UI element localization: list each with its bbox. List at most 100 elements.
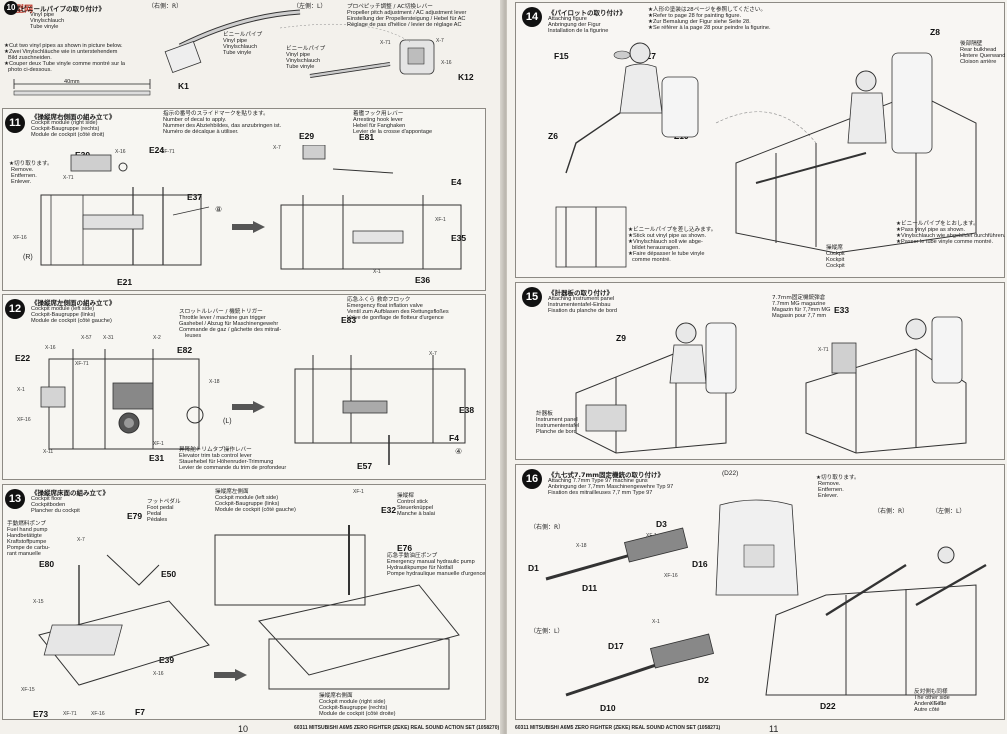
step-13-stick-4: Manche à balai <box>397 511 435 517</box>
step-15-header-en: Attaching instrument panel <box>548 296 615 302</box>
step-14-figure-drawing <box>555 42 977 268</box>
step-14-paint-4: ★Se référer à la page 28 pour peindre la… <box>648 25 771 31</box>
step-14-stick-4: bildet herausragen. <box>632 245 680 251</box>
watermark-logo: 模型网 <box>6 4 34 14</box>
step-16-side-left: （左側：L） <box>530 628 564 635</box>
step-13-footpedal-3: Pedal <box>147 511 162 517</box>
step-15-header-fr: Fixation du planche de bord <box>548 308 618 314</box>
step-16-assembly-drawing <box>545 499 987 697</box>
step-13-stick-3: Steuerknüppel <box>397 505 434 511</box>
step-12-emergency-1: 応急ふくら 救命フロック <box>347 297 411 303</box>
step-16-header-fr: Fixation des mitrailleuses 7,7 mm Type 9… <box>548 490 653 496</box>
part-xf1-s12: XF-1 <box>153 441 164 447</box>
step-11-decal-no: ⑧ <box>215 205 223 214</box>
right-page-number: 11 <box>769 724 779 734</box>
step-12-header-en: Cockpit module (left side) <box>31 306 95 312</box>
step-10-header-en: Vinyl pipe <box>30 12 55 18</box>
step-16-side-right2: （右側：R） <box>874 508 909 515</box>
step-10-pipe-drawing <box>164 9 435 78</box>
part-x1-s11: X-1 <box>373 269 381 275</box>
part-x18-s16: X-18 <box>576 543 587 549</box>
step-11-header-en: Cockpit module (right side) <box>31 120 98 126</box>
step-10-side-left: （左側：L） <box>293 3 327 10</box>
part-e33: E33 <box>834 305 850 315</box>
step-12-trim-1: 昇降舵トリムタブ操作レバー <box>179 447 252 453</box>
part-x16-s13: X-16 <box>153 671 164 677</box>
step-16-remove-4: Enlever. <box>818 493 839 499</box>
step-14-cockpit-4: Cockpit <box>826 263 845 269</box>
step-12-header-de: Cockpit-Baugruppe (links) <box>31 312 96 318</box>
step-13-footpedal-2: Foot pedal <box>147 505 174 511</box>
part-e82: E82 <box>177 345 193 355</box>
right-page: 14 《パイロットの取り付け》 Attaching figure Anbring… <box>507 0 1007 734</box>
step-14-paint-2: ★Refer to page 28 for painting figure. <box>648 13 742 19</box>
step-16-panel: 16 《九七式7.7mm固定機銃の取り付け》 Attaching 7.7mm T… <box>515 464 1005 720</box>
part-d1-a: D1 <box>528 563 539 573</box>
step-13-stick-2: Control stick <box>397 499 428 505</box>
part-xf71-s16: XF-71 <box>930 701 944 707</box>
step-10-measure-label: 40mm <box>64 79 80 85</box>
step-12-number: 12 <box>5 299 25 319</box>
step-13-leftside-1: 操縦席左側面 <box>215 489 249 495</box>
part-k1: K1 <box>178 81 189 91</box>
step-10-side-right: （右側：R） <box>148 3 183 10</box>
step-16-header-en: Attaching 7.7mm Type 97 machine guns <box>548 478 648 484</box>
step-13-leftside-4: Module de cockpit (côté gauche) <box>215 507 296 513</box>
part-e73: E73 <box>33 709 49 719</box>
step-15-panel-1: 計器板 <box>536 411 553 417</box>
step-13-hydraulic-3: Hydraulikpumpe für Notfall <box>387 565 453 571</box>
part-x7-s11: X-7 <box>273 145 281 151</box>
step-16-header-jp: 《九七式7.7mm固定機銃の取り付け》 <box>548 471 665 479</box>
part-e57: E57 <box>357 461 373 471</box>
step-16-remove-2: Remove. <box>818 481 841 487</box>
step-10-pipe-label-3: Vinylschlauch <box>223 44 258 50</box>
step-16-remove-3: Entfernen. <box>818 487 844 493</box>
part-x7-s12: X-7 <box>429 351 437 357</box>
step-14-bulkhead-2: Rear bulkhead <box>960 47 997 53</box>
part-z8: Z8 <box>930 27 940 37</box>
step-15-number: 15 <box>522 287 542 307</box>
step-16-side-left2: （左側：L） <box>932 508 966 515</box>
step-16-otherside-4: Autre côté <box>914 707 940 713</box>
step-12-emergency-2: Emergency float inflation valve <box>347 303 423 309</box>
left-page-number: 10 <box>238 724 249 734</box>
step-13-rightside-2: Cockpit module (right side) <box>319 699 386 705</box>
step-13-rightside-1: 操縦席右側面 <box>319 693 353 699</box>
part-xf71-s13: XF-71 <box>63 711 77 717</box>
step-12-panel: 12 《操縦席左側面の組み立て》 Cockpit module (left si… <box>2 294 486 480</box>
part-d11: D11 <box>582 583 598 593</box>
step-10-cut-1: ★Cut two vinyl pipes as shown in picture… <box>4 43 123 49</box>
step-15-panel-3: Instrumententafel <box>536 423 580 429</box>
step-14-pipe-2: ★Pass vinyl pipe as shown. <box>896 227 966 233</box>
step-10-adjust-4: Réglage de pas d'hélice / levier de régl… <box>347 22 462 28</box>
part-x7-s13: X-7 <box>77 537 85 543</box>
part-x1-s12: X-1 <box>17 387 25 393</box>
step-12-throttle-3: Gashebel / Abzug für Maschinengewehr <box>179 321 279 327</box>
step-12-throttle-2: Throttle lever / machine gun trigger <box>179 315 266 321</box>
step-10-cut-4: ★Couper deux Tube vinyle comme montré su… <box>4 61 125 67</box>
step-11-panel: 11 《操縦席右側面の組み立て》 Cockpit module (right s… <box>2 108 486 291</box>
part-d17: D17 <box>608 641 624 651</box>
step-12-emergency-4: Valve de gonflage de flotteur d'urgence <box>347 315 444 321</box>
part-x71-s10: X-71 <box>380 40 391 46</box>
part-k12: K12 <box>458 72 474 82</box>
part-e37: E37 <box>187 192 203 202</box>
part-x2-s12: X-2 <box>153 335 161 341</box>
step-11-side-r: (R) <box>23 254 33 261</box>
step-13-leftside-3: Cockpit-Baugruppe (links) <box>215 501 280 507</box>
step-10-pipe-label-4: Tube vinyle <box>223 50 252 56</box>
part-f7: F7 <box>135 707 145 717</box>
part-x71-s15: X-71 <box>818 347 829 353</box>
part-z7: Z7 <box>646 51 656 61</box>
step-11-header-de: Cockpit-Baugruppe (rechts) <box>31 126 100 132</box>
step-10-header-jp: 《ビニールパイプの取り付け》 <box>14 5 105 13</box>
part-d3: D3 <box>656 519 667 529</box>
part-x16-s10: X-16 <box>441 60 452 66</box>
part-e4: E4 <box>451 177 462 187</box>
part-e32: E32 <box>381 505 397 515</box>
step-16-otherside-1: 反対側も同様 <box>914 689 948 695</box>
step-14-bulkhead-3: Hintere Querwand <box>960 53 1006 59</box>
step-14-cockpit-1: 操縦席 <box>826 245 843 251</box>
step-16-header-de: Anbringung der 7,7mm Maschinengewehre Ty… <box>548 484 674 490</box>
step-15-panel: 15 《計器板の取り付け》 Attaching instrument panel… <box>515 282 1005 460</box>
